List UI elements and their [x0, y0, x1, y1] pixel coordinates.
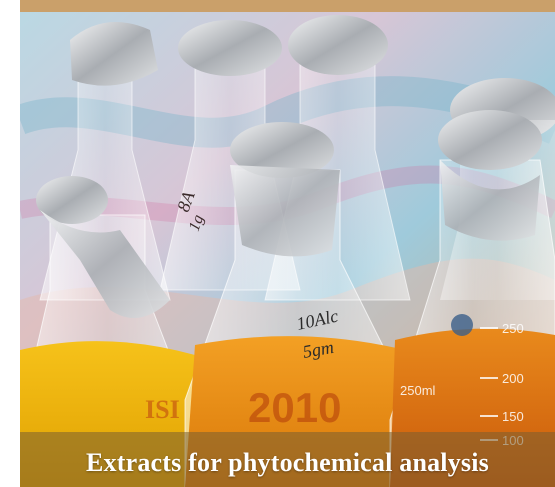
- foil-cap: [288, 15, 388, 75]
- caption-band: [20, 432, 555, 487]
- handwriting-label-2: 1g: [186, 213, 207, 234]
- foil-cap: [36, 176, 108, 224]
- graduation-150: 150: [502, 409, 524, 424]
- foil-cap: [178, 20, 282, 76]
- top-strip: [20, 0, 555, 12]
- graduation-200: 200: [502, 371, 524, 386]
- foil-cap: [230, 122, 334, 178]
- brand-mark-center: 2010: [248, 384, 341, 431]
- flask-volume-label: 250ml: [400, 383, 436, 398]
- foil-cap: [438, 110, 542, 170]
- image-caption: Extracts for phytochemical analysis: [86, 448, 489, 477]
- flasks-photo: 8A 1g ISI 10Alc 5gm 2010 25: [20, 0, 555, 487]
- graduation-250: 250: [502, 321, 524, 336]
- flask-stopper-mark: [451, 314, 473, 336]
- foil-cap: [70, 22, 158, 86]
- brand-mark-left: ISI: [145, 395, 180, 424]
- flasks-illustration: 8A 1g ISI 10Alc 5gm 2010 25: [20, 0, 555, 487]
